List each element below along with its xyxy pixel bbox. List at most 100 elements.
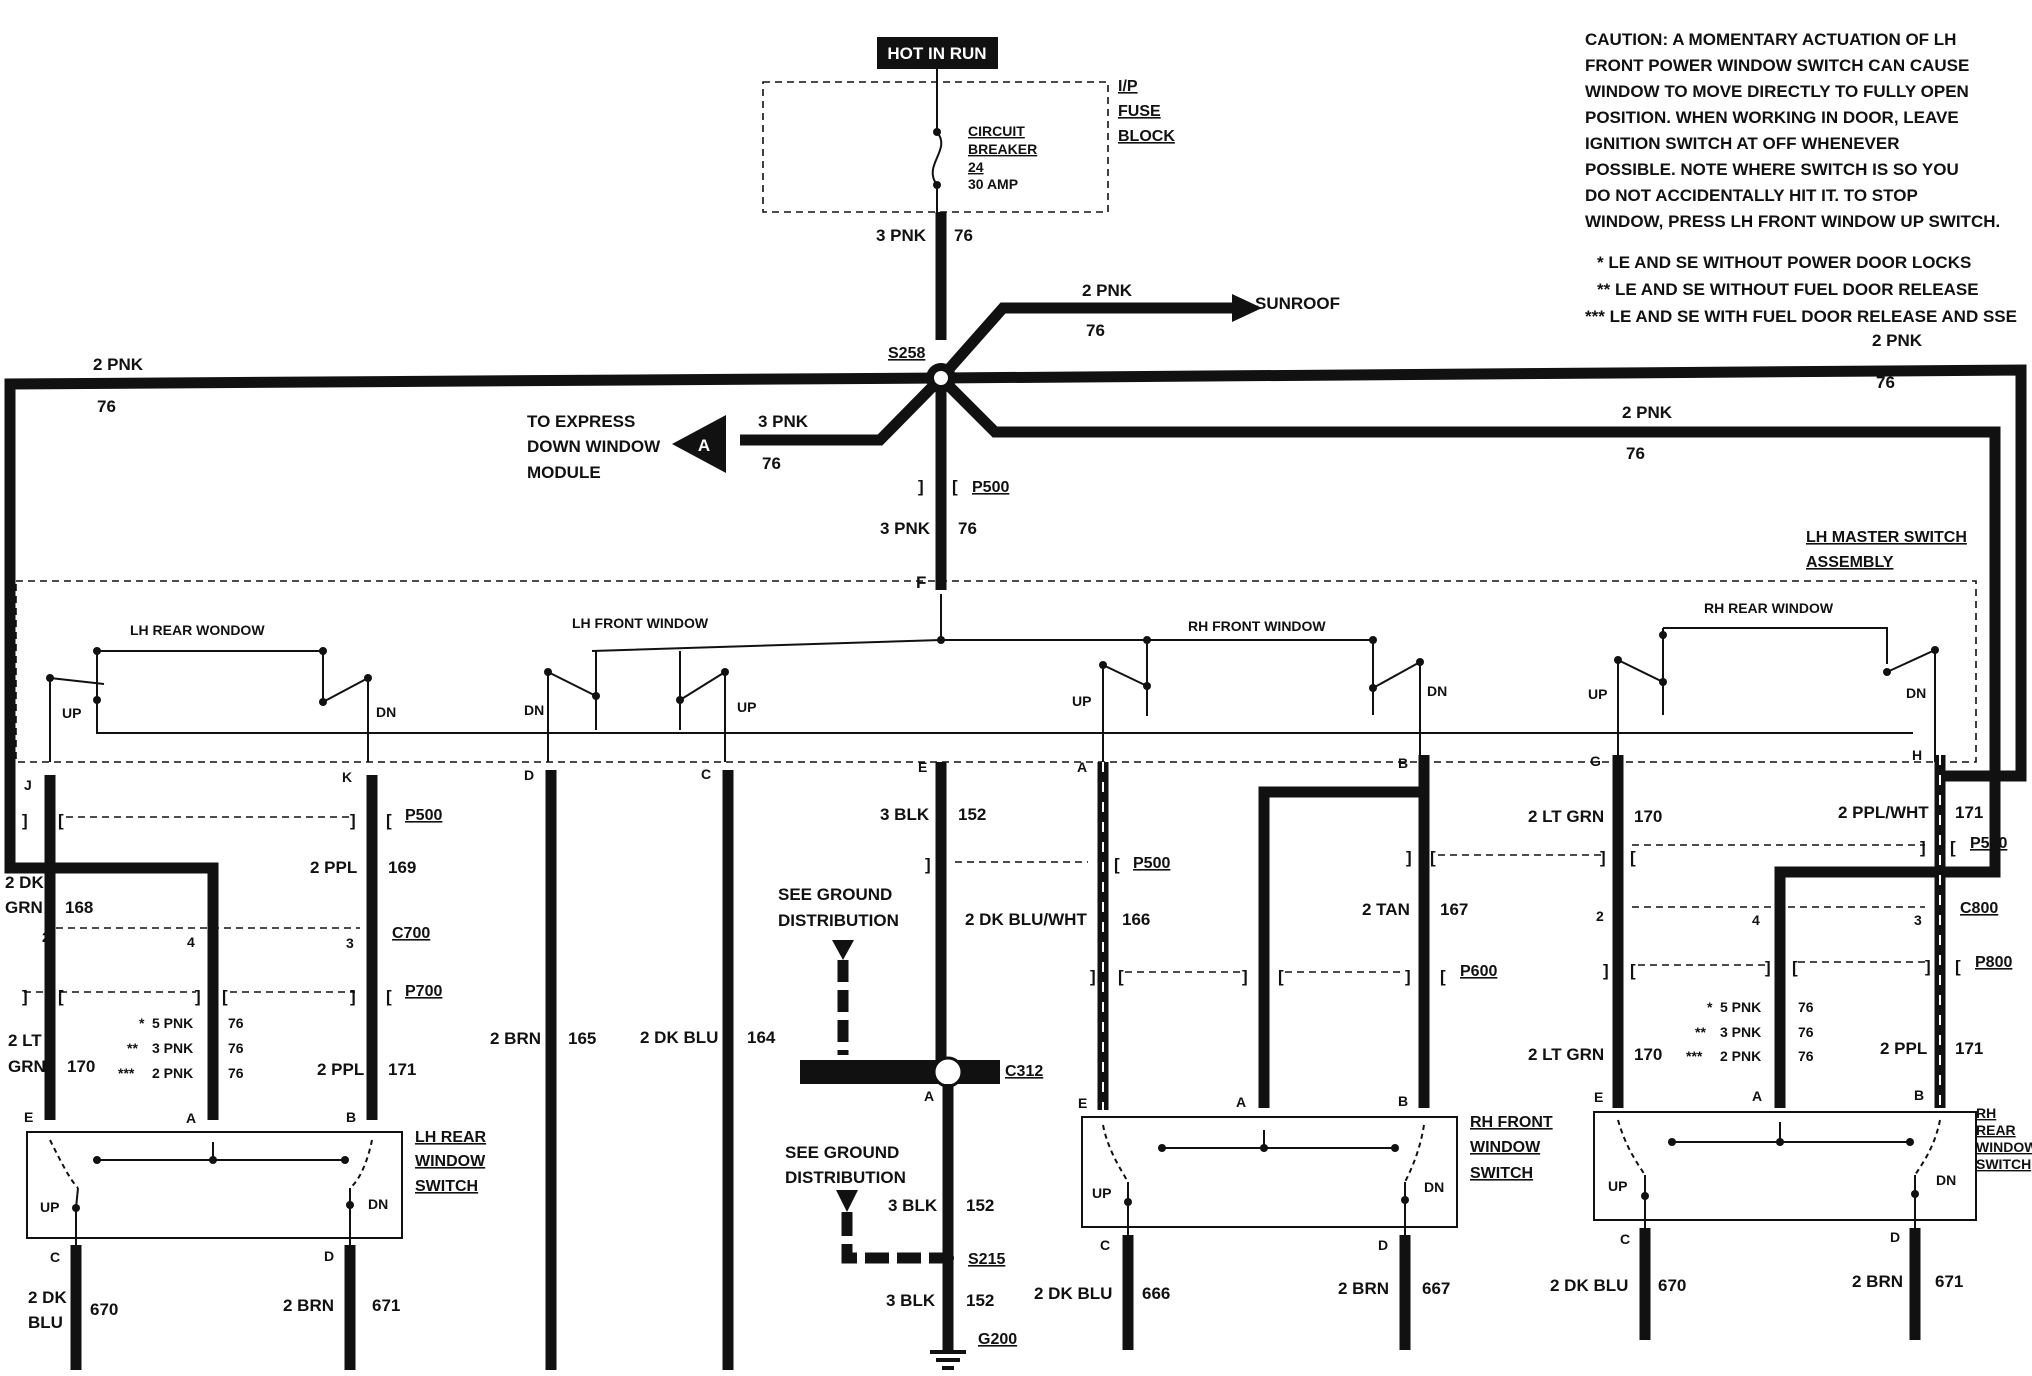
svg-text:5 PNK: 5 PNK (152, 1015, 193, 1031)
svg-text:76: 76 (954, 226, 973, 245)
svg-text:E: E (24, 1109, 33, 1125)
svg-text:A: A (1752, 1088, 1762, 1104)
svg-text:C: C (50, 1249, 60, 1265)
svg-text:B: B (1398, 755, 1408, 771)
svg-text:76: 76 (1798, 1048, 1814, 1064)
svg-text:D: D (324, 1248, 334, 1264)
svg-text:]: ] (350, 811, 356, 830)
svg-text:2: 2 (42, 929, 50, 945)
svg-text:171: 171 (388, 1060, 416, 1079)
svg-text:DN: DN (1936, 1172, 1956, 1188)
svg-text:169: 169 (388, 858, 416, 877)
svg-text:76: 76 (1086, 321, 1105, 340)
svg-text:TO EXPRESS: TO EXPRESS (527, 412, 635, 431)
svg-text:[: [ (1792, 958, 1798, 977)
svg-text:]: ] (1765, 958, 1771, 977)
svg-text:[: [ (386, 987, 392, 1006)
svg-text:3: 3 (1914, 912, 1922, 928)
svg-text:168: 168 (65, 898, 93, 917)
svg-text:E: E (918, 759, 927, 775)
connector-c800-row: 2 4 3 C800 ][ ][ ][ P800 (1596, 900, 2012, 980)
connector-c312 (800, 1060, 1000, 1084)
svg-text:5 PNK: 5 PNK (1720, 999, 1761, 1015)
caution-note: CAUTION: A MOMENTARY ACTUATION OF LH FRO… (1585, 30, 2017, 326)
svg-text:DN: DN (368, 1196, 388, 1212)
svg-text:C800: C800 (1960, 900, 1998, 917)
svg-text:D: D (1890, 1229, 1900, 1245)
svg-text:WINDOW: WINDOW (1470, 1139, 1541, 1156)
svg-text:[: [ (1430, 848, 1436, 867)
svg-text:3 PNK: 3 PNK (152, 1040, 193, 1056)
svg-text:2 BRN: 2 BRN (283, 1296, 334, 1315)
svg-text:UP: UP (737, 699, 756, 715)
svg-text:670: 670 (1658, 1276, 1686, 1295)
svg-text:4: 4 (187, 934, 195, 950)
svg-text:REAR: REAR (1976, 1122, 2016, 1138)
svg-text:3 PNK: 3 PNK (876, 226, 927, 245)
svg-text:2 DK BLU: 2 DK BLU (1034, 1284, 1112, 1303)
svg-text:671: 671 (372, 1296, 400, 1315)
svg-text:76: 76 (1876, 373, 1895, 392)
svg-text:FUSE: FUSE (1118, 103, 1161, 120)
svg-text:FRONT POWER WINDOW SWITCH CAN: FRONT POWER WINDOW SWITCH CAN CAUSE (1585, 56, 1969, 75)
svg-text:UP: UP (1072, 693, 1091, 709)
svg-text:C: C (701, 766, 711, 782)
svg-text:2 LT: 2 LT (8, 1031, 42, 1050)
svg-text:CAUTION: A MOMENTARY ACTUATION: CAUTION: A MOMENTARY ACTUATION OF LH (1585, 30, 1956, 49)
svg-text:P500: P500 (1133, 855, 1170, 872)
svg-text:76: 76 (1626, 444, 1645, 463)
svg-text:C312: C312 (1005, 1063, 1043, 1080)
rh-rear-window-switch: RH REAR WINDOW SWITCH UP DN E A B C D (1593, 1087, 2032, 1247)
svg-text:DISTRIBUTION: DISTRIBUTION (778, 911, 899, 930)
svg-text:***: *** (1686, 1048, 1703, 1064)
svg-text:A: A (1077, 759, 1087, 775)
svg-text:[: [ (1114, 855, 1120, 874)
svg-text:P500: P500 (972, 479, 1009, 496)
svg-text:164: 164 (747, 1028, 776, 1047)
svg-text:DN: DN (1906, 685, 1926, 701)
svg-text:]: ] (1600, 848, 1606, 867)
ground-section: SEE GROUND DISTRIBUTION C312 A SEE GROUN… (778, 885, 1043, 1370)
svg-text:*: * (1707, 999, 1713, 1015)
svg-text:3 BLK: 3 BLK (886, 1291, 936, 1310)
svg-text:[: [ (1118, 967, 1124, 986)
svg-text:F: F (916, 573, 926, 592)
svg-text:A: A (1236, 1094, 1246, 1110)
svg-text:2 LT GRN: 2 LT GRN (1528, 807, 1604, 826)
connector-p600-row: ][ ][ ][ P600 (1090, 963, 1497, 986)
svg-text:** LE AND SE WITHOUT FUEL DOOR: ** LE AND SE WITHOUT FUEL DOOR RELEASE (1597, 280, 1979, 299)
svg-text:[: [ (1278, 967, 1284, 986)
svg-text:B: B (346, 1109, 356, 1125)
svg-text:2 BRN: 2 BRN (1852, 1272, 1903, 1291)
svg-text:[: [ (1955, 957, 1961, 976)
svg-text:671: 671 (1935, 1272, 1963, 1291)
svg-text:170: 170 (1634, 1045, 1662, 1064)
svg-text:76: 76 (228, 1065, 244, 1081)
svg-text:[: [ (58, 811, 64, 830)
svg-text:WINDOW TO MOVE DIRECTLY TO FUL: WINDOW TO MOVE DIRECTLY TO FULLY OPEN (1585, 82, 1969, 101)
svg-text:HOT IN RUN: HOT IN RUN (887, 44, 986, 63)
svg-text:]: ] (22, 987, 28, 1006)
svg-text:]: ] (1242, 967, 1248, 986)
svg-text:4: 4 (1752, 912, 1760, 928)
svg-text:**: ** (1695, 1024, 1706, 1040)
svg-text:3 BLK: 3 BLK (888, 1196, 938, 1215)
svg-text:J: J (24, 777, 32, 793)
svg-text:76: 76 (97, 397, 116, 416)
svg-text:DO NOT ACCIDENTALLY HIT IT. TO: DO NOT ACCIDENTALLY HIT IT. TO STOP (1585, 186, 1918, 205)
svg-text:]: ] (1405, 967, 1411, 986)
svg-text:WINDOW, PRESS LH FRONT WINDOW: WINDOW, PRESS LH FRONT WINDOW UP SWITCH. (1585, 212, 2000, 231)
svg-text:165: 165 (568, 1029, 596, 1048)
svg-text:3 PNK: 3 PNK (1720, 1024, 1761, 1040)
svg-text:]: ] (195, 987, 201, 1006)
svg-text:2 DK: 2 DK (28, 1288, 67, 1307)
svg-text:GRN: GRN (5, 898, 43, 917)
svg-text:* LE AND SE WITHOUT POWER DOOR: * LE AND SE WITHOUT POWER DOOR LOCKS (1597, 253, 1971, 272)
svg-text:[: [ (1440, 967, 1446, 986)
svg-text:G200: G200 (978, 1331, 1017, 1348)
svg-text:GRN: GRN (8, 1057, 46, 1076)
express-marker (672, 415, 726, 473)
svg-text:2 BRN: 2 BRN (1338, 1279, 1389, 1298)
svg-text:A: A (924, 1088, 934, 1104)
